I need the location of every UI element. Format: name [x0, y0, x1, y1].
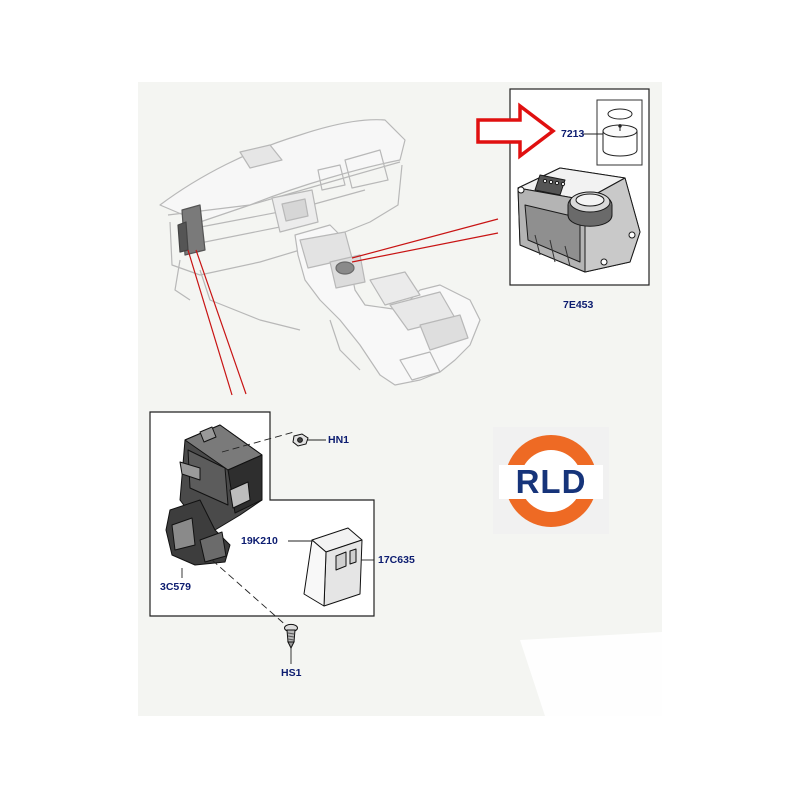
leader-line-7E453-bottom [351, 232, 499, 263]
fuse-box-19K210-illustration [303, 527, 363, 607]
leader-line-3C579-right [195, 249, 247, 395]
leader-lines [187, 218, 499, 396]
callout-lines [181, 439, 374, 664]
red-outline-arrow-icon [476, 102, 556, 160]
leader-line-7E453-top [351, 218, 499, 259]
logo-text: RLD [515, 463, 587, 500]
gear-selector-7E453-illustration [517, 167, 641, 273]
leader-line-3C579-left [187, 249, 233, 396]
callout-7E453: 7E453 [563, 299, 594, 311]
module-3C579-illustration [165, 424, 263, 566]
background-fade [520, 632, 662, 716]
callout-19K210: 19K210 [241, 535, 278, 547]
nut-HN1-illustration [292, 433, 309, 447]
rld-logo: RLD [493, 427, 609, 534]
dashed-guide-lines [211, 431, 295, 629]
rld-logo-ring [499, 435, 603, 527]
knob-7213-illustration [602, 108, 638, 157]
callout-HN1: HN1 [328, 434, 350, 446]
callout-3C579: 3C579 [160, 581, 191, 593]
callout-17C635: 17C635 [378, 554, 415, 566]
callout-7213: 7213 [561, 128, 585, 140]
screw-HS1-illustration [284, 623, 298, 650]
callout-HS1: HS1 [281, 667, 302, 679]
